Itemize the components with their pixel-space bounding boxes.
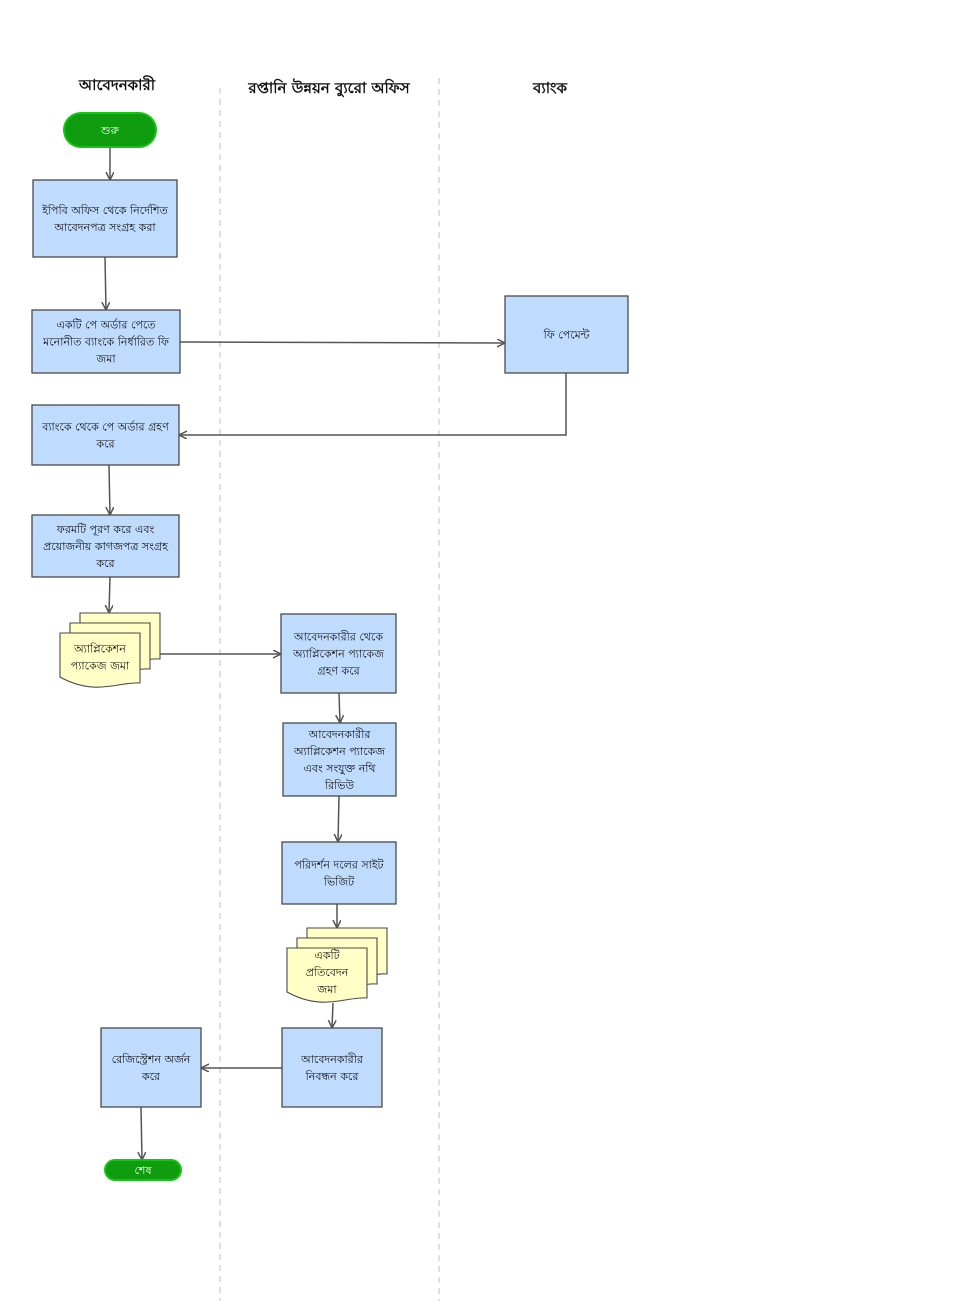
process-box xyxy=(282,722,397,797)
process-box xyxy=(31,404,180,466)
node-n10: রেজিস্ট্রেশন অর্জন করে xyxy=(100,1027,202,1108)
end-terminal xyxy=(104,1159,182,1181)
node-end-line-1: শেষ xyxy=(134,1164,152,1177)
edge-d2-to-n9 xyxy=(332,1002,333,1028)
node-n2-line-3: জমা xyxy=(95,353,116,366)
node-n9-line-2: নিবন্ধন করে xyxy=(305,1070,360,1083)
node-end: শেষ xyxy=(104,1159,182,1181)
node-n6-line-2: অ্যাপ্লিকেশন প্যাকেজ xyxy=(292,648,384,661)
process-box xyxy=(100,1027,202,1108)
node-n7: আবেদনকারীর অ্যাপ্লিকেশন প্যাকেজ এবং সংযুক্… xyxy=(282,722,397,797)
node-n4: ব্যাংকে থেকে পে অর্ডার গ্রহণ করে xyxy=(31,404,180,466)
edge-n4-to-n5 xyxy=(109,464,110,515)
node-d2-line-2: প্রতিবেদন xyxy=(306,966,349,979)
node-d1-line-1: অ্যাপ্লিকেশন xyxy=(73,643,126,656)
node-n7-line-4: রিভিউ xyxy=(324,779,355,792)
node-d1: অ্যাপ্লিকেশন প্যাকেজ জমা xyxy=(59,612,161,688)
node-d1-line-2: প্যাকেজ জমা xyxy=(71,660,130,673)
process-box xyxy=(280,613,397,694)
node-n2: একটি পে অর্ডার পেতে মনোনীত ব্যাংকে নির্ধা… xyxy=(31,309,181,374)
edge-n7-to-n8 xyxy=(338,795,339,842)
node-n7-line-2: অ্যাপ্লিকেশন প্যাকেজ xyxy=(293,745,385,758)
node-n6-line-3: গ্রহণ করে xyxy=(317,665,360,678)
node-n8-line-2: ভিজিট xyxy=(323,876,355,889)
node-d2: একটি প্রতিবেদন জমা xyxy=(286,927,388,1003)
nodes: শুরু ইপিবি অফিস থেকে নির্দেশিত আবেদনপত্র স… xyxy=(31,112,629,1181)
process-box xyxy=(281,1027,383,1108)
edge-n5-to-d1 xyxy=(109,576,110,613)
edge-n1-to-n2 xyxy=(105,256,106,310)
process-box xyxy=(31,309,181,374)
node-n2-line-2: মনোনীত ব্যাংকে নির্ধারিত ফি xyxy=(42,336,170,349)
node-n3: ফি পেমেন্ট xyxy=(504,295,629,374)
document-sheet-3 xyxy=(59,632,141,688)
node-n2-line-1: একটি পে অর্ডার পেতে xyxy=(56,319,156,332)
node-n5: ফরমটি পূরণ করে এবং প্রয়োজনীয় কাগজপত্র স… xyxy=(31,514,180,578)
node-n8: পরিদর্শন দলের সাইট ভিজিট xyxy=(281,841,397,905)
process-box xyxy=(504,295,629,374)
node-n7-line-3: এবং সংযুক্ত নথি xyxy=(303,762,376,775)
node-d2-line-1: একটি xyxy=(314,949,340,962)
edges xyxy=(105,147,567,1160)
node-n9: আবেদনকারীর নিবন্ধন করে xyxy=(281,1027,383,1108)
node-start: শুরু xyxy=(63,112,157,148)
node-n10-line-2: করে xyxy=(141,1070,161,1083)
edge-n3-to-n4 xyxy=(179,373,567,435)
node-n5-line-2: প্রয়োজনীয় কাগজপত্র সংগ্রহ xyxy=(43,540,169,553)
process-box xyxy=(281,841,397,905)
edge-n10-to-end xyxy=(141,1106,142,1160)
node-n8-line-1: পরিদর্শন দলের সাইট xyxy=(294,859,384,872)
node-n1-line-2: আবেদনপত্র সংগ্রহ করা xyxy=(53,221,156,234)
process-box xyxy=(32,179,178,258)
start-terminal xyxy=(63,112,157,148)
node-n4-line-2: করে xyxy=(95,438,115,451)
node-n6-line-1: আবেদনকারীর থেকে xyxy=(293,631,383,644)
node-start-line-1: শুরু xyxy=(100,124,119,137)
node-n5-line-1: ফরমটি পূরণ করে এবং xyxy=(56,523,155,536)
document-sheet-3 xyxy=(286,947,368,1003)
edge-n2-to-n3 xyxy=(179,342,505,343)
node-n7-line-1: আবেদনকারীর xyxy=(308,728,372,741)
node-n5-line-3: করে xyxy=(95,557,115,570)
lane-title-bank: ব্যাংক xyxy=(532,79,568,97)
node-n4-line-1: ব্যাংকে থেকে পে অর্ডার গ্রহণ xyxy=(41,421,169,434)
edge-n6-to-n7 xyxy=(339,692,340,723)
node-n9-line-1: আবেদনকারীর xyxy=(300,1053,364,1066)
node-n3-line-1: ফি পেমেন্ট xyxy=(543,329,590,342)
lane-title-epb: রপ্তানি উন্নয়ন ব্যুরো অফিস xyxy=(247,78,410,97)
process-box xyxy=(31,514,180,578)
node-n1-line-1: ইপিবি অফিস থেকে নির্দেশিত xyxy=(41,204,168,217)
node-n10-line-1: রেজিস্ট্রেশন অর্জন xyxy=(112,1053,191,1066)
node-n6: আবেদনকারীর থেকে অ্যাপ্লিকেশন প্যাকেজ গ্রহণ… xyxy=(280,613,397,694)
lane-title-applicant: আবেদনকারী xyxy=(78,75,156,94)
node-d2-line-3: জমা xyxy=(316,983,337,996)
node-n1: ইপিবি অফিস থেকে নির্দেশিত আবেদনপত্র সংগ্র… xyxy=(32,179,178,258)
